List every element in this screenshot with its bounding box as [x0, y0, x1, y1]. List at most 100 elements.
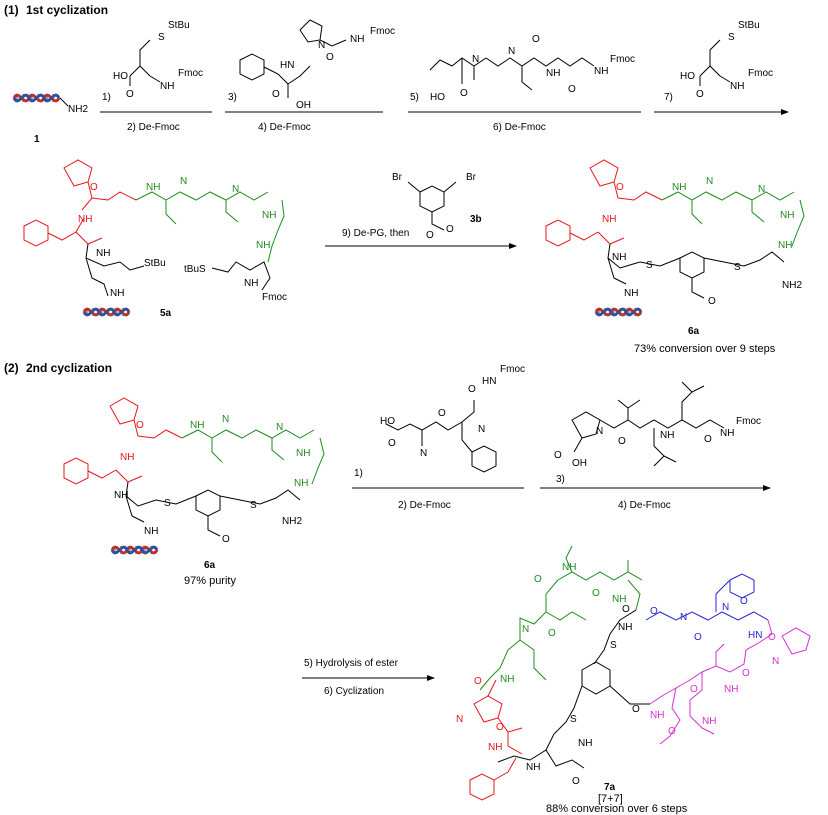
svg-text:6) Cyclization: 6) Cyclization	[324, 686, 384, 697]
compound-5a-label: 5a	[160, 308, 172, 319]
svg-text:O: O	[742, 668, 750, 679]
svg-text:NH: NH	[144, 526, 158, 537]
svg-text:O: O	[650, 606, 658, 617]
svg-text:4) De-Fmoc: 4) De-Fmoc	[258, 122, 311, 133]
svg-text:S: S	[158, 32, 165, 43]
compound-6a-bottom-purity: 97% purity	[184, 575, 236, 587]
svg-text:N: N	[222, 414, 229, 425]
svg-text:O: O	[532, 34, 540, 45]
compound-6a-bottom: O NH NH N N NH NH NH S S NH2 NH O 6a 97%…	[63, 397, 325, 587]
svg-text:NH: NH	[262, 210, 276, 221]
svg-text:5) Hydrolysis of ester: 5) Hydrolysis of ester	[304, 658, 399, 669]
svg-text:O: O	[126, 89, 134, 100]
svg-text:S: S	[570, 714, 577, 725]
compound-3b-label: 3b	[470, 214, 482, 225]
svg-text:N: N	[456, 714, 463, 725]
section-2-header: (2) 2nd cyclization	[4, 361, 112, 375]
step-arrow-1: 1) 2) De-Fmoc HO O S StBu NH Fmoc	[100, 20, 212, 133]
svg-text:HN: HN	[482, 376, 496, 387]
svg-text:S: S	[734, 262, 741, 273]
svg-text:NH: NH	[500, 674, 514, 685]
compound-7a: NH O NH O N O NH NH O S S O NH O N O N O…	[456, 545, 811, 815]
svg-text:O: O	[534, 574, 542, 585]
svg-text:O: O	[694, 632, 702, 643]
svg-text:S: S	[250, 500, 257, 511]
svg-text:N: N	[318, 40, 325, 51]
svg-text:NH: NH	[624, 288, 638, 299]
svg-text:N: N	[180, 176, 187, 187]
step-arrow-2: 3) 4) De-Fmoc HN OH O N O NH Fmoc	[225, 19, 395, 133]
step-arrow-b1: 1) 2) De-Fmoc HO O N O N O HN Fmoc	[352, 364, 525, 511]
svg-text:3): 3)	[228, 92, 237, 103]
svg-text:NH: NH	[730, 81, 744, 92]
svg-text:NH: NH	[110, 288, 124, 299]
svg-text:NH2: NH2	[282, 516, 302, 527]
svg-text:Fmoc: Fmoc	[500, 364, 525, 375]
svg-text:NH: NH	[256, 240, 270, 251]
svg-text:HO: HO	[680, 71, 695, 82]
svg-text:NH: NH	[780, 210, 794, 221]
step-arrow-4: 7) HO O S StBu NH Fmoc	[654, 20, 789, 115]
svg-text:O: O	[388, 438, 396, 449]
compound-6a-top-label: 6a	[688, 326, 700, 337]
svg-text:NH: NH	[146, 182, 160, 193]
svg-text:N: N	[478, 424, 485, 435]
svg-text:S: S	[164, 498, 171, 509]
svg-text:O: O	[740, 596, 748, 607]
svg-text:NH: NH	[702, 716, 716, 727]
svg-text:OH: OH	[572, 458, 587, 469]
svg-text:2) De-Fmoc: 2) De-Fmoc	[127, 122, 180, 133]
svg-text:O: O	[548, 628, 556, 639]
svg-text:O: O	[438, 408, 446, 419]
compound-1-label: 1	[34, 134, 40, 145]
svg-text:O: O	[460, 88, 468, 99]
svg-text:N: N	[722, 602, 729, 613]
svg-text:O: O	[468, 384, 476, 395]
svg-text:NH: NH	[660, 430, 674, 441]
svg-text:NH: NH	[546, 68, 560, 79]
compound-6a-top-conversion: 73% conversion over 9 steps	[634, 343, 776, 355]
svg-text:1): 1)	[354, 468, 363, 479]
svg-text:NH2: NH2	[782, 280, 802, 291]
svg-text:Fmoc: Fmoc	[748, 68, 773, 79]
compound-6a-top: O NH NH N N NH NH NH S S NH2 NH O 6a 73%…	[545, 159, 805, 355]
svg-text:Fmoc: Fmoc	[370, 26, 395, 37]
compound-5a: O NH NH N N NH NH NH StBu tBuS NH Fmoc N…	[23, 159, 287, 319]
compound-7a-conversion: 88% conversion over 6 steps	[546, 803, 688, 815]
svg-text:N: N	[706, 176, 713, 187]
svg-text:NH: NH	[190, 420, 204, 431]
svg-text:StBu: StBu	[738, 20, 760, 31]
svg-text:NH: NH	[114, 490, 128, 501]
svg-text:NH: NH	[78, 214, 92, 225]
compound-1: NH2 1	[12, 92, 88, 145]
svg-text:(2): (2)	[4, 361, 19, 375]
svg-text:NH: NH	[562, 562, 576, 573]
svg-text:StBu: StBu	[144, 258, 166, 269]
svg-text:N: N	[596, 426, 603, 437]
svg-text:5): 5)	[410, 92, 419, 103]
compound-7a-label: 7a	[604, 782, 616, 793]
svg-text:NH: NH	[160, 81, 174, 92]
section-1-title: 1st cyclization	[26, 3, 108, 17]
svg-text:Fmoc: Fmoc	[262, 292, 287, 303]
svg-text:1): 1)	[102, 92, 111, 103]
svg-text:NH: NH	[296, 448, 310, 459]
svg-text:O: O	[474, 676, 482, 687]
step-arrow-b3: 3) 4) De-Fmoc O OH N O NH O NH Fmoc	[540, 381, 771, 511]
svg-text:O: O	[554, 450, 562, 461]
svg-text:Fmoc: Fmoc	[736, 416, 761, 427]
step-arrow-9: 9) De-PG, then Br Br O O 3b	[325, 172, 517, 249]
compound-7a-ring: [7+7]	[598, 793, 623, 805]
svg-text:HO: HO	[380, 416, 395, 427]
svg-text:NH: NH	[244, 278, 258, 289]
svg-text:NH: NH	[578, 738, 592, 749]
svg-text:Fmoc: Fmoc	[178, 68, 203, 79]
step-arrow-b5: 5) Hydrolysis of ester 6) Cyclization	[302, 658, 435, 697]
svg-text:N: N	[232, 184, 239, 195]
section-2-title: 2nd cyclization	[26, 361, 112, 375]
svg-text:7): 7)	[664, 92, 673, 103]
svg-text:O: O	[632, 704, 640, 715]
svg-text:O: O	[426, 230, 434, 241]
svg-text:4) De-Fmoc: 4) De-Fmoc	[618, 500, 671, 511]
